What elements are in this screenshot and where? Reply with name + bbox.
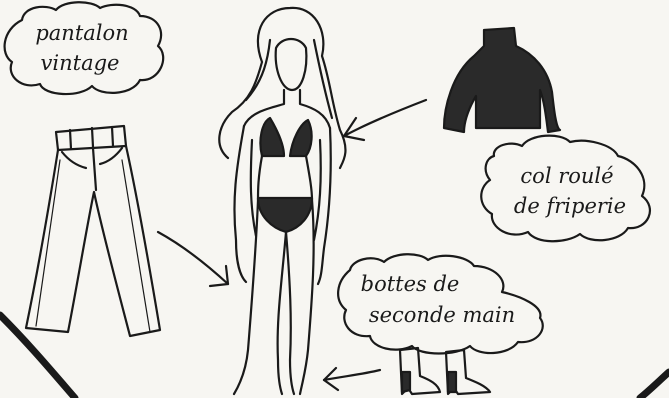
turtleneck-drawing-icon: [444, 28, 560, 132]
boots-drawing-icon: [400, 348, 490, 394]
pants-label-line-1: pantalon: [35, 21, 128, 45]
turtleneck-label-line-1: col roulé: [520, 164, 613, 188]
boots-label-cloud: bottes de seconde main: [338, 254, 543, 353]
woman-figure-drawing-icon: [219, 8, 345, 394]
turtleneck-label-line-2: de friperie: [514, 194, 626, 218]
background-arc: [0, 315, 75, 398]
arrow-turtleneck-to-figure: [344, 100, 426, 140]
boots-label-line-1: bottes de: [361, 272, 460, 296]
turtleneck-label-cloud: col roulé de friperie: [481, 136, 650, 242]
boots-label-line-2: seconde main: [369, 303, 515, 327]
arrow-boots-to-figure: [324, 368, 380, 390]
background-arc-right: [640, 372, 669, 398]
arrow-pants-to-figure: [158, 232, 228, 286]
pants-label-line-2: vintage: [41, 51, 120, 75]
pants-drawing-icon: [26, 126, 160, 336]
pants-label-cloud: pantalon vintage: [5, 2, 164, 94]
